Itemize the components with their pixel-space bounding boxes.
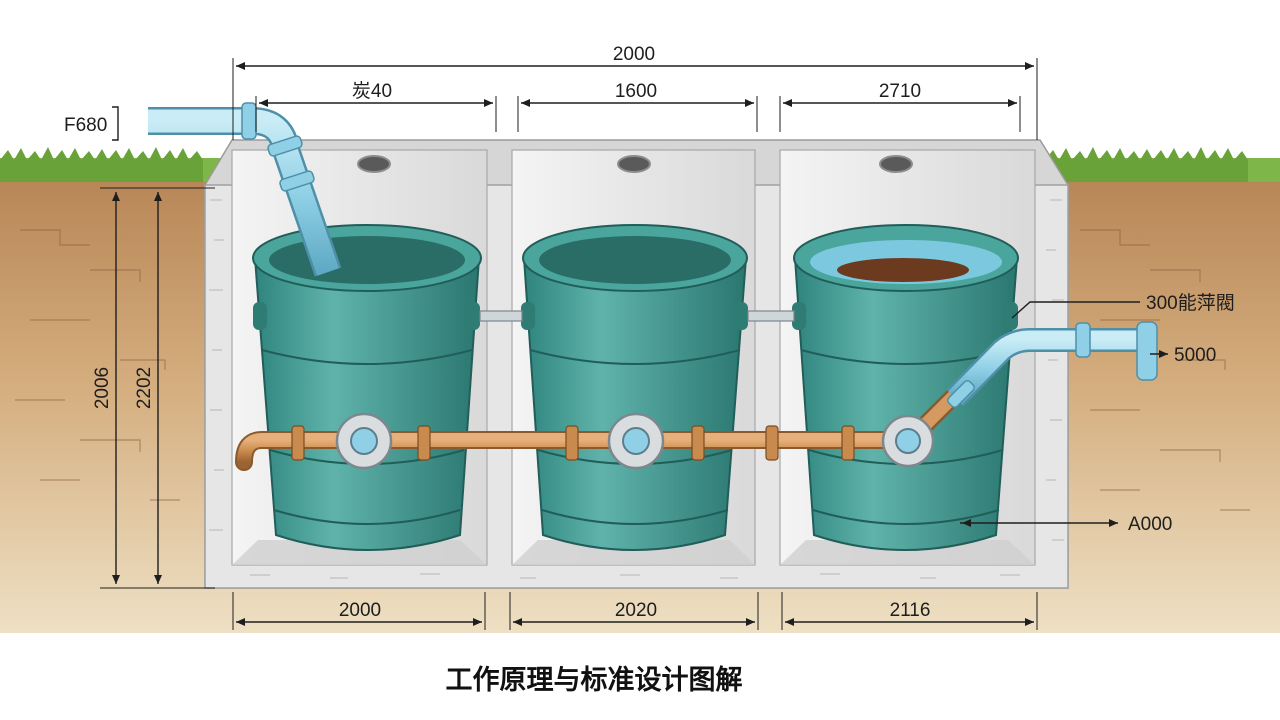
chamber-2-bottom-label: 2020 bbox=[615, 600, 657, 621]
dimension-labels: 2000 炭40 1600 2710 F680 2006 2202 2000 2… bbox=[64, 44, 1235, 621]
chamber-3-bottom-label: 2116 bbox=[890, 600, 931, 621]
chamber-1-bottom-label: 2000 bbox=[339, 600, 381, 621]
outlet-callout-label: 5000 bbox=[1174, 345, 1216, 366]
dimension-lines bbox=[100, 58, 1168, 630]
chamber-1-top-label: 炭40 bbox=[352, 80, 392, 102]
tank-connectors bbox=[479, 310, 795, 322]
depth-outer-label: 2006 bbox=[92, 367, 113, 409]
grass-left-blades bbox=[0, 147, 203, 182]
grass-right-blades bbox=[1045, 147, 1248, 182]
access-hole-1 bbox=[357, 155, 391, 173]
pipe-valves bbox=[335, 412, 935, 470]
access-hole-2 bbox=[617, 155, 651, 173]
overflow-callout-label: 300能萍閥 bbox=[1146, 292, 1235, 314]
diagram-caption: 工作原理与标准设计图解 bbox=[446, 665, 743, 696]
inlet-height-label: F680 bbox=[64, 115, 107, 136]
tank-base-callout-label: A000 bbox=[1128, 514, 1172, 535]
copper-transfer-pipe bbox=[235, 385, 965, 471]
inlet-pipe bbox=[148, 102, 342, 277]
concrete-texture bbox=[209, 199, 1064, 579]
tank-3 bbox=[792, 224, 1019, 551]
chamber-3-top-label: 2710 bbox=[879, 81, 921, 102]
depth-inner-label: 2202 bbox=[134, 367, 155, 409]
soil-cracks bbox=[15, 229, 1250, 511]
tank-2 bbox=[521, 224, 748, 551]
tank-1 bbox=[252, 224, 482, 551]
outlet-pipe bbox=[946, 321, 1158, 408]
overall-width-label: 2000 bbox=[613, 44, 655, 65]
sludge-surface bbox=[837, 258, 969, 282]
access-hole-3 bbox=[879, 155, 913, 173]
chamber-2-top-label: 1600 bbox=[615, 81, 657, 102]
